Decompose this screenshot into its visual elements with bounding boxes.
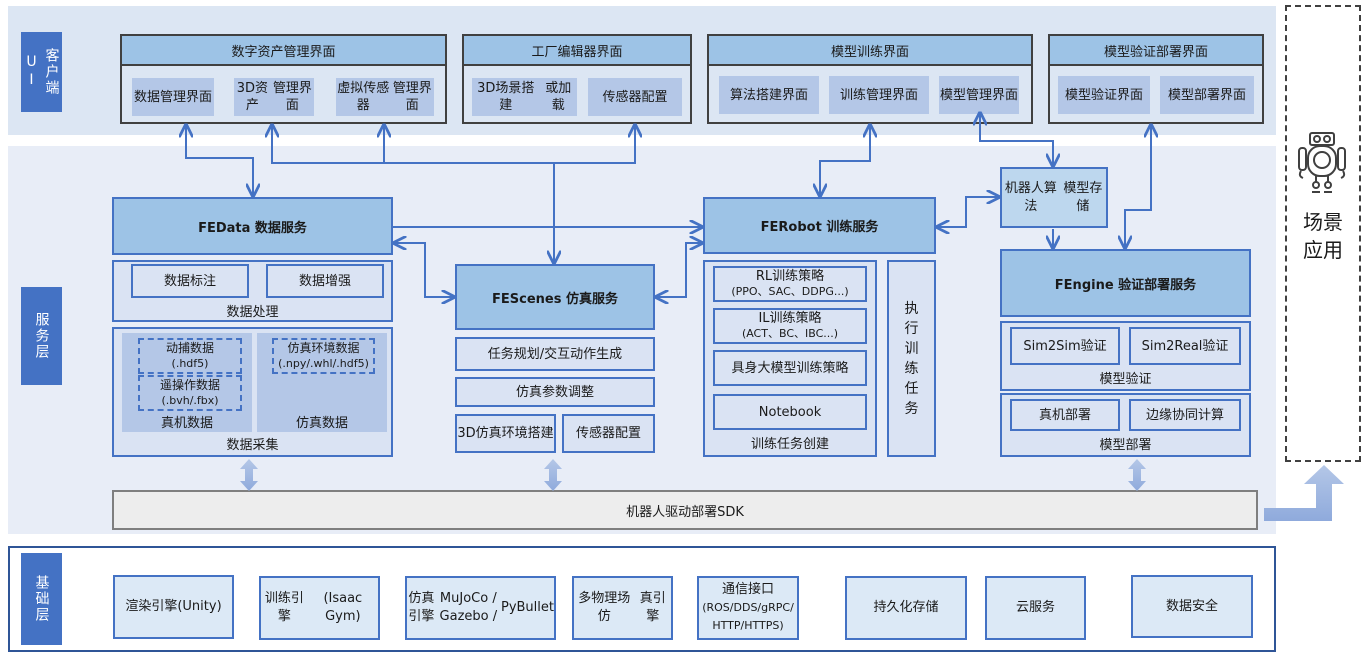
robot-model-store[interactable]: 机器人算法模型存储 — [1000, 167, 1108, 228]
ui-3d-scene-build[interactable]: 3D场景搭建或加载 — [472, 78, 577, 116]
sim-data-group: 仿真环境数据(.npy/.whl/.hdf5) 仿真数据 — [257, 333, 387, 432]
sim-data-label: 仿真数据 — [295, 415, 348, 431]
ui-sensor-config[interactable]: 传感器配置 — [588, 78, 682, 116]
3d-sim-env-build[interactable]: 3D仿真环境搭建 — [455, 414, 556, 453]
data-collection-label: 数据采集 — [226, 437, 279, 453]
data-processing-group: 数据标注 数据增强 数据处理 — [112, 260, 393, 322]
real-data-label: 真机数据 — [160, 415, 213, 431]
line-ferobot-store — [937, 197, 999, 227]
data-processing-label: 数据处理 — [226, 304, 279, 320]
fat-arrow-fengine-sdk — [1128, 459, 1146, 491]
ui-training-management[interactable]: 训练管理界面 — [829, 76, 929, 114]
ui-model-management[interactable]: 模型管理界面 — [939, 76, 1019, 114]
fescenes-service[interactable]: FEScenes 仿真服务 — [455, 264, 655, 330]
ui-algorithm-build[interactable]: 算法搭建界面 — [719, 76, 819, 114]
line-training-ui-ferobot — [820, 125, 870, 196]
scene-application-box: 场景应用 — [1285, 5, 1361, 462]
ui-panel-title: 数字资产管理界面 — [122, 36, 445, 66]
service-layer-tag: 服务层 — [21, 287, 62, 385]
fat-arrow-sdk-to-scene — [1264, 465, 1344, 521]
data-annotation[interactable]: 数据标注 — [131, 264, 249, 298]
teleop-data[interactable]: 遥操作数据(.bvh/.fbx) — [138, 375, 242, 411]
ui-panel-title: 模型训练界面 — [709, 36, 1031, 66]
execute-training-task[interactable]: 执行训练任务 — [887, 260, 936, 457]
ui-virtual-sensor-management[interactable]: 虚拟传感器管理界面 — [336, 78, 434, 116]
model-deploy-group: 真机部署 边缘协同计算 模型部署 — [1000, 393, 1251, 457]
ui-panel-title: 工厂编辑器界面 — [464, 36, 690, 66]
robot-icon — [1298, 132, 1346, 193]
mocap-data[interactable]: 动捕数据(.hdf5) — [138, 338, 242, 374]
edge-collaborative-compute[interactable]: 边缘协同计算 — [1129, 399, 1241, 431]
training-engine[interactable]: 训练引擎(Isaac Gym) — [259, 576, 380, 640]
line-data-ui-to-fedata — [186, 125, 253, 196]
ferobot-service[interactable]: FERobot 训练服务 — [703, 197, 936, 254]
notebook[interactable]: Notebook — [713, 394, 867, 430]
line-validation-ui-fengine — [1125, 125, 1151, 248]
ui-panel-digital-assets: 数字资产管理界面 数据管理界面 3D资产管理界面 虚拟传感器管理界面 — [120, 34, 447, 124]
line-fescenes-ferobot — [656, 243, 702, 297]
sim-sensor-config[interactable]: 传感器配置 — [562, 414, 655, 453]
ui-panel-model-validation-deploy: 模型验证部署界面 模型验证界面 模型部署界面 — [1048, 34, 1264, 124]
comm-interface[interactable]: 通信接口(ROS/DDS/gRPC/HTTP/HTTPS) — [697, 576, 799, 640]
real-data-group: 动捕数据(.hdf5) 遥操作数据(.bvh/.fbx) 真机数据 — [122, 333, 252, 432]
fat-arrow-fescenes-sdk — [544, 459, 562, 491]
cloud-service[interactable]: 云服务 — [985, 576, 1086, 640]
line-fedata-fescenes — [394, 243, 454, 297]
task-planning[interactable]: 任务规划/交互动作生成 — [455, 337, 655, 371]
ui-data-management[interactable]: 数据管理界面 — [132, 78, 214, 116]
fedata-service[interactable]: FEData 数据服务 — [112, 197, 393, 255]
fengine-service[interactable]: FEngine 验证部署服务 — [1000, 249, 1251, 317]
line-factory-sensor-to-fescenes — [554, 125, 635, 263]
data-collection-group: 动捕数据(.hdf5) 遥操作数据(.bvh/.fbx) 真机数据 仿真环境数据… — [112, 327, 393, 457]
training-task-creation-label: 训练任务创建 — [750, 436, 829, 452]
il-strategy[interactable]: IL训练策略(ACT、BC、IBC...) — [713, 308, 867, 344]
line-model-ui-store — [980, 113, 1053, 166]
sim2real-validation[interactable]: Sim2Real验证 — [1129, 327, 1241, 365]
fat-arrow-fedata-sdk — [240, 459, 258, 491]
training-task-creation-group: RL训练策略(PPO、SAC、DDPG...) IL训练策略(ACT、BC、IB… — [703, 260, 877, 457]
ui-model-validation[interactable]: 模型验证界面 — [1058, 76, 1150, 114]
ui-3d-assets-management[interactable]: 3D资产管理界面 — [234, 78, 314, 116]
sim2sim-validation[interactable]: Sim2Sim验证 — [1010, 327, 1120, 365]
render-engine[interactable]: 渲染引擎(Unity) — [113, 575, 234, 639]
data-augmentation[interactable]: 数据增强 — [266, 264, 384, 298]
sim-param-tuning[interactable]: 仿真参数调整 — [455, 377, 655, 407]
model-validation-group: Sim2Sim验证 Sim2Real验证 模型验证 — [1000, 321, 1251, 391]
persistent-storage[interactable]: 持久化存储 — [845, 576, 967, 640]
robot-driver-sdk[interactable]: 机器人驱动部署SDK — [112, 490, 1258, 530]
ui-panel-factory-editor: 工厂编辑器界面 3D场景搭建或加载 传感器配置 — [462, 34, 692, 124]
multiphysics-engine[interactable]: 多物理场仿真引擎 — [572, 576, 673, 640]
rl-strategy[interactable]: RL训练策略(PPO、SAC、DDPG...) — [713, 266, 867, 302]
ui-panel-model-training: 模型训练界面 算法搭建界面 训练管理界面 模型管理界面 — [707, 34, 1033, 124]
client-layer-tag: 客户端UI — [21, 32, 62, 112]
ui-model-deploy[interactable]: 模型部署界面 — [1160, 76, 1254, 114]
embodied-llm-strategy[interactable]: 具身大模型训练策略 — [713, 350, 867, 386]
ui-panel-title: 模型验证部署界面 — [1050, 36, 1262, 66]
base-layer-tag: 基础层 — [21, 553, 62, 645]
sim-env-data[interactable]: 仿真环境数据(.npy/.whl/.hdf5) — [272, 338, 375, 374]
line-3d-assets-to-fescenes — [272, 125, 554, 164]
data-security[interactable]: 数据安全 — [1131, 575, 1253, 638]
real-robot-deploy[interactable]: 真机部署 — [1010, 399, 1120, 431]
model-validation-label: 模型验证 — [1099, 371, 1152, 387]
scene-application-label: 场景应用 — [1303, 210, 1343, 262]
model-deploy-label: 模型部署 — [1099, 437, 1152, 453]
